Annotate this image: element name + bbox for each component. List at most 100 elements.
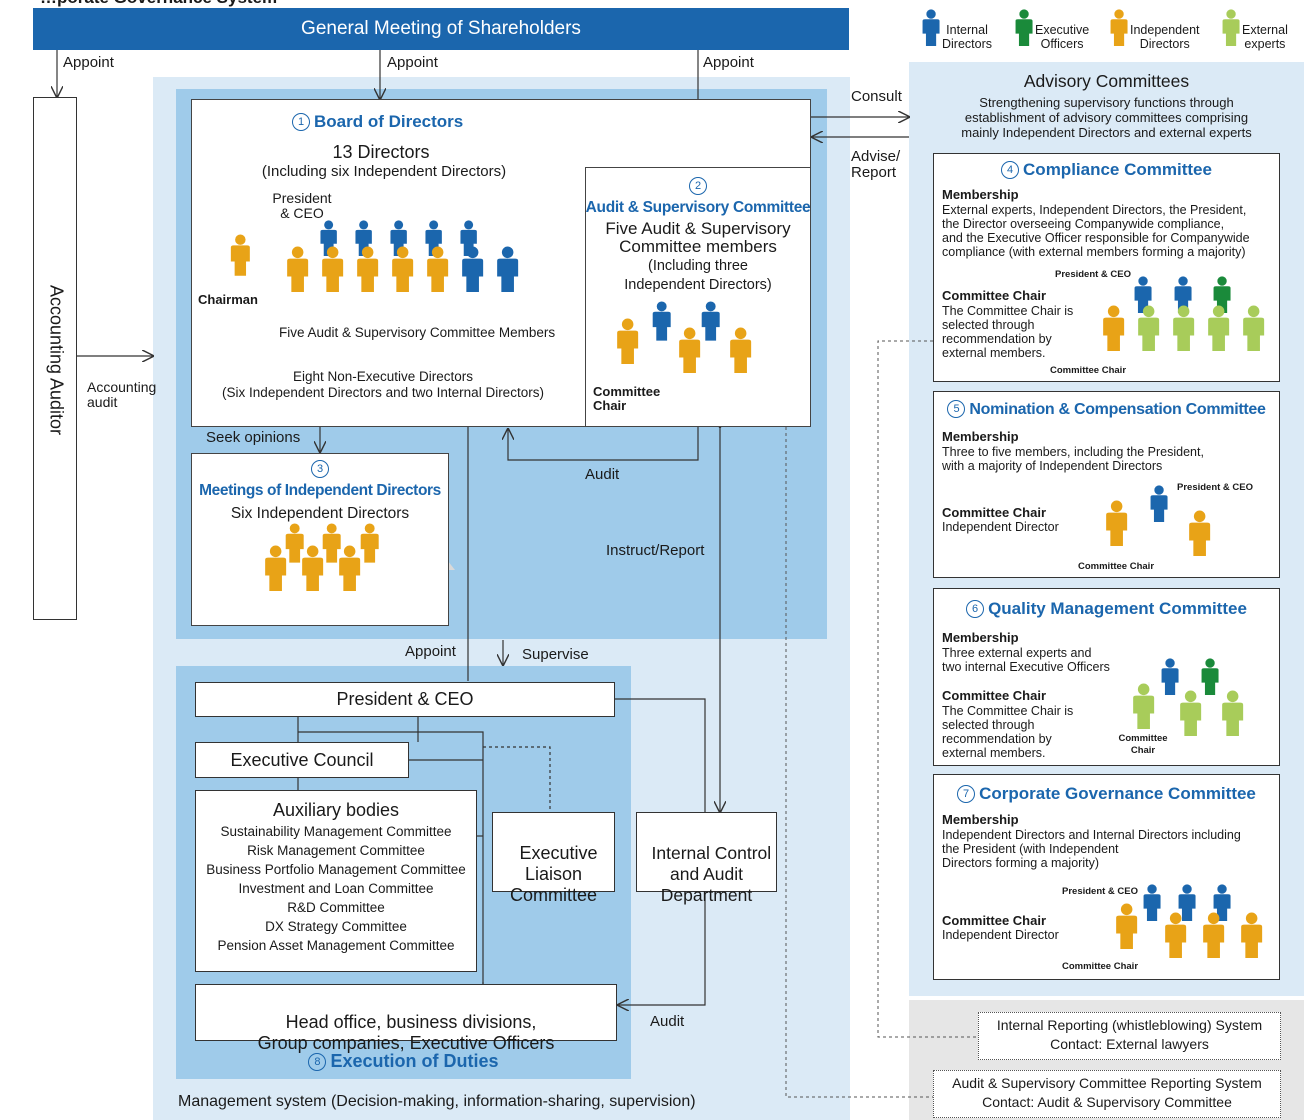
person-icon — [1172, 276, 1194, 314]
person-icon — [320, 523, 343, 563]
legend-person-icon — [920, 9, 942, 47]
board-eight-ne-sub: (Six Independent Directors and two Inter… — [222, 385, 544, 400]
compliance-chair-text: The Committee Chair is selected through … — [942, 304, 1074, 360]
nomination-committee-box — [933, 391, 1280, 578]
person-icon — [1113, 903, 1140, 950]
person-icon — [299, 545, 326, 592]
accounting-audit-label: Accounting audit — [87, 379, 157, 410]
whistleblowing-contact: Contact: External lawyers — [1050, 1036, 1209, 1052]
person-icon — [1159, 658, 1181, 696]
governance-committee-box — [933, 774, 1280, 980]
quality-committee-box — [933, 588, 1280, 766]
person-icon — [283, 523, 306, 563]
mid-sub: Six Independent Directors — [230, 505, 410, 522]
person-icon — [389, 246, 416, 293]
mid-number-badge: 3 — [311, 460, 329, 478]
person-icon — [1148, 485, 1170, 523]
quality-membership-text: Three external experts and two internal … — [942, 646, 1110, 674]
person-icon — [354, 246, 381, 293]
person-icon — [1200, 912, 1227, 959]
asc-reporting-contact: Contact: Audit & Supervisory Committee — [982, 1094, 1232, 1110]
board-president-label: President & CEO — [272, 190, 332, 221]
person-icon — [424, 246, 451, 293]
person-icon — [319, 246, 346, 293]
person-icon — [1219, 690, 1246, 737]
advise-report-label: Advise/ Report — [851, 148, 901, 181]
person-icon — [1240, 305, 1267, 352]
person-icon — [1100, 305, 1127, 352]
appoint-label-president: Appoint — [405, 643, 456, 660]
compliance-membership-label: Membership — [942, 187, 1019, 202]
legend-label: Executive Officers — [1035, 23, 1090, 51]
supervise-label: Supervise — [522, 646, 589, 663]
legend-label: External experts — [1242, 23, 1288, 51]
asc-number: 2 — [585, 177, 811, 196]
person-icon — [262, 545, 289, 592]
asc-line1: Five Audit & Supervisory — [605, 219, 791, 238]
quality-chair-tag: Committee Chair — [1118, 733, 1168, 756]
asc-reporting-title: Audit & Supervisory Committee Reporting … — [952, 1075, 1262, 1091]
person-icon — [336, 545, 363, 592]
legend-person-icon — [1108, 9, 1130, 47]
appoint-label-asc: Appoint — [703, 54, 754, 71]
governance-president-tag: President & CEO — [1062, 886, 1139, 897]
asc-line3: (Including three — [648, 258, 748, 274]
person-icon — [1103, 500, 1130, 547]
person-icon — [676, 327, 703, 374]
legend-label: Independent Directors — [1130, 23, 1200, 51]
seek-opinions-label: Seek opinions — [206, 429, 301, 446]
executive-council-box: Executive Council — [195, 742, 409, 778]
compliance-title-text: Compliance Committee — [1023, 160, 1212, 179]
compliance-number-badge: 4 — [1001, 161, 1020, 179]
head-office-box: Head office, business divisions, Group c… — [195, 984, 617, 1053]
appoint-label-board: Appoint — [387, 54, 438, 71]
governance-number-badge: 7 — [957, 785, 976, 803]
board-count: 13 Directors — [332, 142, 430, 162]
legend-person-icon — [1013, 9, 1035, 47]
governance-chair-label: Committee Chair — [942, 913, 1047, 928]
compliance-membership-text: External experts, Independent Directors,… — [942, 203, 1250, 259]
general-meeting-label: General Meeting of Shareholders — [301, 18, 581, 39]
quality-chair-label: Committee Chair — [942, 688, 1047, 703]
head-office-label: Head office, business divisions, Group c… — [257, 1012, 555, 1053]
instruct-report-label: Instruct/Report — [606, 542, 705, 559]
whistleblowing-box: Internal Reporting (whistleblowing) Syst… — [978, 1012, 1281, 1060]
person-icon — [1199, 658, 1221, 696]
legend-label: Internal Directors — [942, 23, 993, 51]
nomination-number-badge: 5 — [947, 400, 966, 418]
page-title: …porate Governance System — [40, 0, 277, 8]
person-icon — [1162, 912, 1189, 959]
advisory-title: Advisory Committees — [1023, 71, 1190, 91]
whistleblowing-title: Internal Reporting (whistleblowing) Syst… — [996, 1017, 1263, 1033]
chairman-person-icon — [228, 234, 253, 276]
execution-number-badge: 8 — [308, 1053, 327, 1071]
asc-line2: Committee members — [619, 237, 777, 256]
compliance-chair-tag: Committee Chair — [1050, 365, 1127, 376]
consult-label: Consult — [851, 88, 902, 105]
person-icon — [1141, 884, 1163, 922]
quality-title-text: Quality Management Committee — [988, 599, 1247, 618]
internal-control-box: Internal Control and Audit Department — [636, 812, 777, 905]
management-system-label: Management system (Decision-making, info… — [178, 1093, 696, 1110]
person-icon — [1135, 305, 1162, 352]
person-icon — [1205, 305, 1232, 352]
president-ceo-label: President & CEO — [336, 689, 474, 709]
person-icon — [1238, 912, 1265, 959]
person-icon — [284, 246, 311, 293]
person-icon — [1170, 305, 1197, 352]
asc-reporting-box: Audit & Supervisory Committee Reporting … — [933, 1070, 1281, 1118]
board-five-audit-label: Five Audit & Supervisory Committee Membe… — [279, 325, 556, 340]
internal-control-label: Internal Control and Audit Department — [651, 843, 772, 905]
audit-label-asc: Audit — [585, 466, 620, 483]
person-icon — [699, 301, 722, 341]
asc-chair-label: Committee Chair — [593, 384, 661, 413]
nomination-chair-label: Committee Chair — [942, 505, 1047, 520]
compliance-chair-label: Committee Chair — [942, 288, 1047, 303]
audit-label-head-office: Audit — [650, 1013, 685, 1030]
aux-item: Investment and Loan Committee — [238, 881, 434, 896]
person-icon — [1177, 690, 1204, 737]
mid-title: Meetings of Independent Directors — [199, 482, 441, 499]
